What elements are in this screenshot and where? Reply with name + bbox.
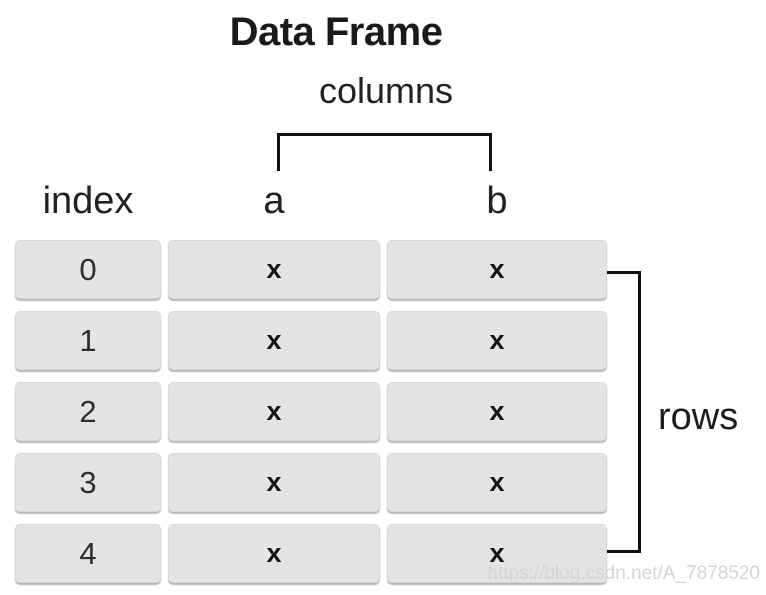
- index-cell: 0: [15, 240, 161, 299]
- index-cell: 1: [15, 311, 161, 370]
- rows-label: rows: [658, 396, 739, 438]
- value-cell: x: [168, 311, 380, 370]
- column-header-a: a: [263, 180, 285, 222]
- index-header: index: [42, 180, 134, 222]
- dataframe-grid: 0 x x 1 x x 2 x x 3 x x 4 x x: [15, 240, 607, 583]
- column-header-b: b: [486, 180, 508, 222]
- page-title: Data Frame: [229, 10, 443, 54]
- value-cell: x: [387, 453, 607, 512]
- value-cell: x: [387, 524, 607, 583]
- index-cell: 2: [15, 382, 161, 441]
- index-cell: 3: [15, 453, 161, 512]
- value-cell: x: [387, 240, 607, 299]
- watermark: https://blog.csdn.net/A_7878520: [487, 563, 760, 584]
- value-cell: x: [168, 382, 380, 441]
- value-cell: x: [168, 524, 380, 583]
- columns-bracket: [277, 133, 492, 171]
- value-cell: x: [387, 311, 607, 370]
- value-cell: x: [168, 453, 380, 512]
- index-cell: 4: [15, 524, 161, 583]
- value-cell: x: [387, 382, 607, 441]
- value-cell: x: [168, 240, 380, 299]
- columns-label: columns: [318, 70, 454, 111]
- rows-bracket: [607, 271, 641, 553]
